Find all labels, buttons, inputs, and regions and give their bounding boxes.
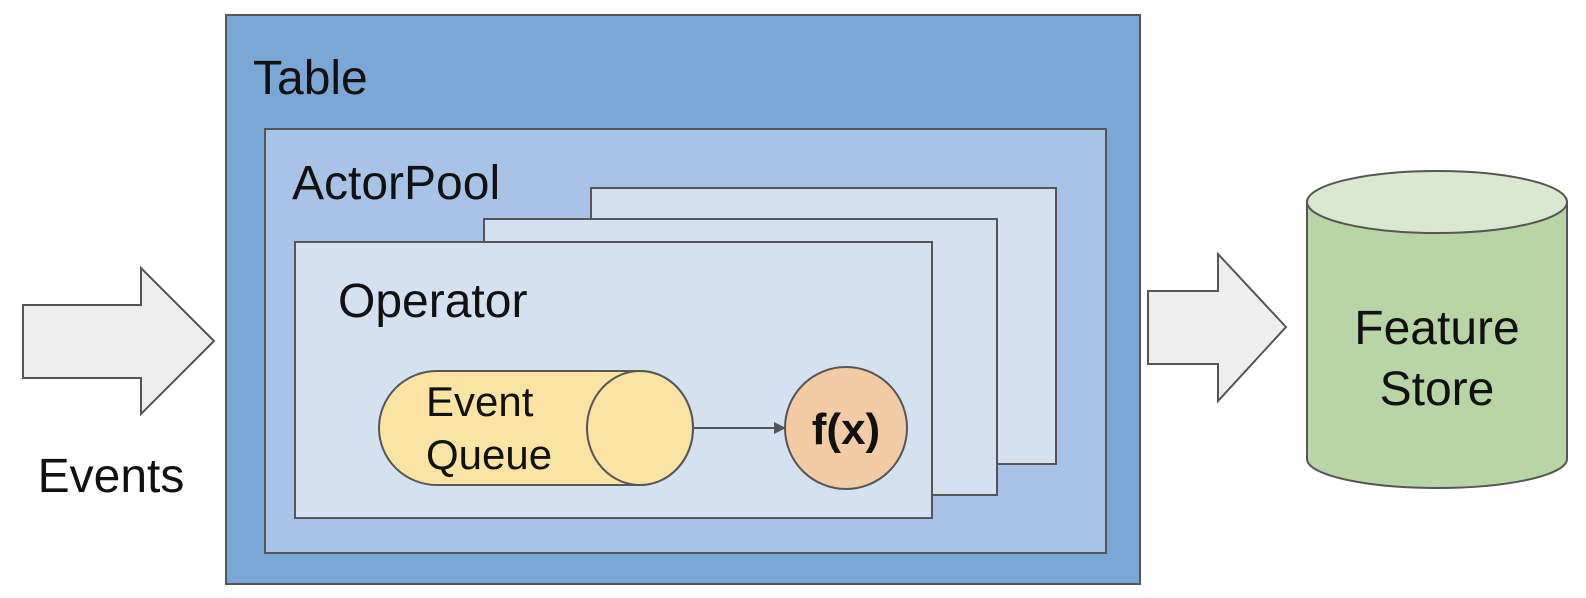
events-input-arrow: [22, 265, 216, 417]
table-label: Table: [253, 52, 368, 105]
output-arrow: [1147, 251, 1288, 404]
events-label: Events: [38, 450, 185, 503]
operator-label: Operator: [338, 275, 527, 328]
actorpool-label: ActorPool: [292, 157, 500, 210]
function-label: f(x): [812, 405, 880, 454]
event-queue-label-line2: Queue: [426, 431, 552, 478]
event-queue-label-line1: Event: [426, 378, 534, 425]
feature-store-label-line2: Store: [1380, 363, 1495, 416]
feature-store-body: [1306, 201, 1568, 489]
event-queue-end-cap: [586, 370, 694, 486]
feature-store-label-line1: Feature: [1354, 302, 1519, 355]
function-node: [784, 366, 908, 490]
feature-store-top: [1306, 170, 1568, 234]
